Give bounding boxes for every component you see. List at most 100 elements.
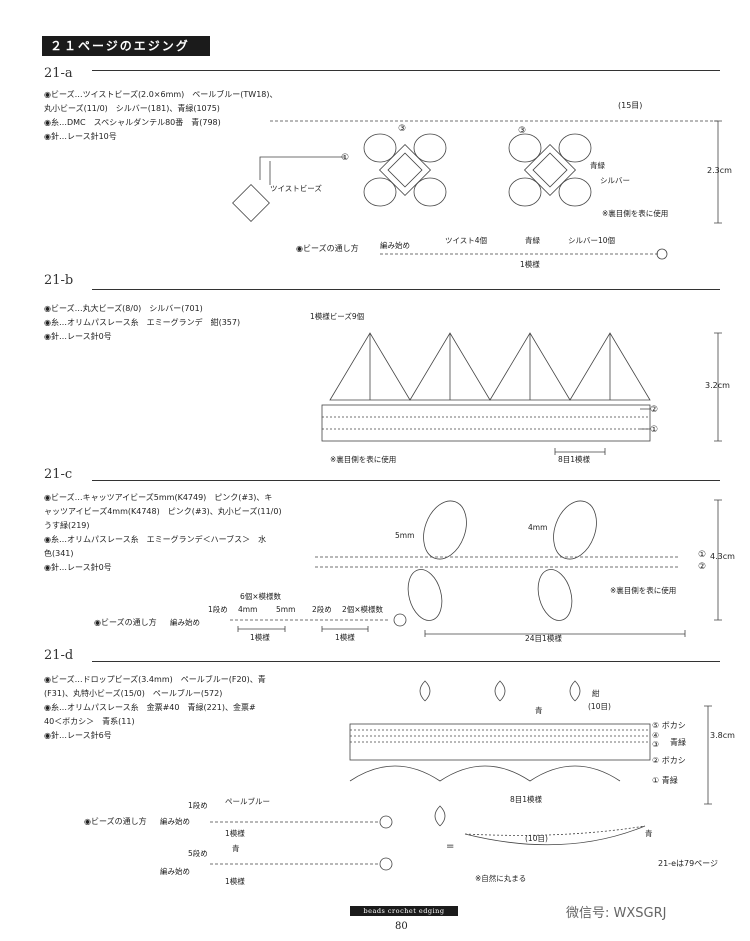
row-label: 2段め bbox=[312, 604, 332, 614]
flower-motif bbox=[363, 133, 447, 207]
row-marker: ③ bbox=[398, 124, 406, 134]
section-label-b: 21-b bbox=[44, 273, 74, 288]
spec-line: (F31)、丸特小ビーズ(15/0) ペールブルー(572) bbox=[44, 689, 223, 698]
section-label-c: 21-c bbox=[44, 467, 73, 482]
spec-list-c: ◉ビーズ…キャッツアイビーズ5mm(K4749) ピンク(#3)、キ ャッツアイ… bbox=[44, 491, 344, 575]
spec-line: 40＜ボカシ＞ 青系(11) bbox=[44, 717, 135, 726]
spec-line: ◉糸…DMC スペシャルダンテル80番 青(798) bbox=[44, 118, 221, 127]
spec-line: ◉糸…オリムパスレース糸 金票#40 青緑(221)、金票# bbox=[44, 703, 256, 712]
silver-count-label: シルバー10個 bbox=[568, 235, 615, 245]
height-label: 4.3cm bbox=[710, 552, 735, 561]
color-label: 青 bbox=[645, 828, 653, 838]
spec-line: ◉糸…オリムパスレース糸 エミーグランデ 紺(357) bbox=[44, 318, 241, 327]
color-label: 紺 bbox=[592, 688, 600, 698]
row-label: 1段め bbox=[188, 800, 208, 810]
twist-bead-label: ツイストビーズ bbox=[270, 183, 322, 193]
row-marker: ③ bbox=[518, 126, 526, 136]
start-label: 編み始め bbox=[160, 816, 190, 826]
threading-heading: ◉ビーズの通し方 bbox=[296, 243, 359, 253]
row-marker: ① 青緑 bbox=[652, 775, 678, 785]
row-marker: ② bbox=[698, 562, 706, 572]
teal-label: 青緑 bbox=[525, 235, 540, 245]
threading-heading: ◉ビーズの通し方 bbox=[94, 617, 157, 627]
row-marker: ② bbox=[650, 405, 658, 415]
spec-list-a: ◉ビーズ…ツイストビーズ(2.0×6mm) ペールブルー(TW18)、 丸小ビー… bbox=[44, 88, 344, 144]
twist-count-label: ツイスト4個 bbox=[445, 235, 487, 245]
start-label: 編み始め bbox=[170, 617, 200, 627]
spec-line: ◉ビーズ…ツイストビーズ(2.0×6mm) ペールブルー(TW18)、 bbox=[44, 90, 278, 99]
spec-line: ャッツアイビーズ4mm(K4748) ピンク(#3)、丸小ビーズ(11/0) bbox=[44, 507, 282, 516]
flower-motif bbox=[508, 133, 592, 207]
row-marker: ① bbox=[698, 550, 706, 560]
color-label: 青 bbox=[535, 705, 543, 715]
reverse-note: ※裏目側を表に使用 bbox=[610, 585, 676, 595]
pattern-label: 1模様 bbox=[520, 259, 540, 269]
section-label-a: 21-a bbox=[44, 66, 73, 81]
beads-per-pattern-label: 1模様ビーズ9個 bbox=[310, 311, 364, 321]
spec-line: ◉針…レース針0号 bbox=[44, 563, 112, 572]
threading-diagram-c: ◉ビーズの通し方 編み始め 6個×模様数 1段め 4mm 5mm 2段め 2個×… bbox=[94, 591, 407, 642]
equals-sign: = bbox=[446, 841, 454, 852]
rows-label: (15目) bbox=[618, 101, 642, 110]
reverse-note: ※裏目側を表に使用 bbox=[330, 454, 396, 464]
pattern-label: 1模様 bbox=[225, 828, 245, 838]
spec-list-b: ◉ビーズ…丸大ビーズ(8/0) シルバー(701) ◉糸…オリムパスレース糸 エ… bbox=[44, 302, 344, 344]
row-marker: ① bbox=[650, 425, 658, 435]
pattern-label: 1模様 bbox=[250, 632, 270, 642]
row-marker: ② ボカシ bbox=[652, 756, 686, 765]
row-marker: ④ bbox=[652, 731, 659, 740]
bead-size-label: 5mm bbox=[276, 605, 295, 614]
diagram-c: 5mm 4mm 4.3cm ※裏目側を表に使用 24目1模様 ① ② bbox=[315, 499, 735, 643]
bead-size-label: 5mm bbox=[395, 531, 414, 540]
row-label: 1段め bbox=[208, 604, 228, 614]
section-label-d: 21-d bbox=[44, 648, 74, 663]
spec-line: ◉糸…オリムパスレース糸 エミーグランデ＜ハーブス＞ 水 bbox=[44, 535, 267, 544]
color-label: ペールブルー bbox=[225, 796, 270, 806]
spec-list-d: ◉ビーズ…ドロップビーズ(3.4mm) ペールブルー(F20)、青 (F31)、… bbox=[44, 673, 344, 743]
rows-label: (10目) bbox=[525, 834, 548, 843]
watermark: 微信号: WXSGRJ bbox=[566, 906, 667, 921]
curl-note: ※自然に丸まる bbox=[475, 873, 526, 883]
spec-line: 丸小ビーズ(11/0) シルバー(181)、青緑(1075) bbox=[44, 104, 220, 113]
bead-size-label: 4mm bbox=[528, 523, 547, 532]
row-marker: ① bbox=[341, 153, 349, 163]
spec-line: ◉ビーズ…キャッツアイビーズ5mm(K4749) ピンク(#3)、キ bbox=[44, 493, 273, 502]
count-label: 6個×模様数 bbox=[240, 591, 282, 601]
rows-per-pattern-label: 24目1模様 bbox=[525, 633, 562, 643]
height-label: 2.3cm bbox=[707, 166, 732, 175]
row-marker: ③ bbox=[652, 740, 659, 749]
spec-line: ◉針…レース針10号 bbox=[44, 132, 117, 141]
spec-line: ◉ビーズ…ドロップビーズ(3.4mm) ペールブルー(F20)、青 bbox=[44, 675, 266, 684]
height-label: 3.8cm bbox=[710, 731, 735, 740]
threading-heading: ◉ビーズの通し方 bbox=[84, 816, 147, 826]
reverse-note: ※裏目側を表に使用 bbox=[602, 208, 668, 218]
page-reference: 21-eは79ページ bbox=[658, 859, 718, 868]
spec-line: 色(341) bbox=[44, 549, 74, 558]
color-label: 青緑 bbox=[670, 737, 686, 747]
page-number: 80 bbox=[395, 921, 408, 932]
color-label: 青 bbox=[232, 843, 240, 853]
spec-line: ◉ビーズ…丸大ビーズ(8/0) シルバー(701) bbox=[44, 304, 203, 313]
diagram-a: (15目) ツイストビーズ 青緑 シルバー ※裏目側を表に使用 2.3cm ① … bbox=[232, 101, 732, 269]
row-label: 5段め bbox=[188, 848, 208, 858]
silver-label: シルバー bbox=[600, 176, 630, 185]
start-label: 編み始め bbox=[380, 240, 410, 250]
rows-per-pattern-label: 8目1模様 bbox=[510, 794, 543, 804]
diagram-d: 青 紺 (10目) ⑤ ボカシ ④ ③ 青緑 ② ボカシ ① 青緑 3.8cm … bbox=[349, 680, 735, 805]
diagram-b: 1模様ビーズ9個 3.2cm ※裏目側を表に使用 8目1模様 ② ① bbox=[310, 311, 730, 464]
spec-line: うす緑(219) bbox=[44, 521, 90, 530]
bead-size-label: 4mm bbox=[238, 605, 257, 614]
page-title: ２１ページのエジング bbox=[42, 36, 210, 56]
spec-line: ◉針…レース針6号 bbox=[44, 731, 112, 740]
section-divider-c bbox=[92, 480, 720, 481]
start-label: 編み始め bbox=[160, 866, 190, 876]
teal-label: 青緑 bbox=[590, 160, 605, 170]
rows-label: (10目) bbox=[588, 702, 611, 711]
spec-line: ◉針…レース針0号 bbox=[44, 332, 112, 341]
row-marker: ⑤ ボカシ bbox=[652, 721, 686, 730]
section-divider-b bbox=[92, 289, 720, 290]
rows-per-pattern-label: 8目1模様 bbox=[558, 454, 591, 464]
height-label: 3.2cm bbox=[705, 381, 730, 390]
threading-diagram-d: 1段め ペールブルー ◉ビーズの通し方 編み始め 1模様 5段め 青 編み始め … bbox=[84, 796, 718, 886]
section-divider-d bbox=[92, 661, 720, 662]
